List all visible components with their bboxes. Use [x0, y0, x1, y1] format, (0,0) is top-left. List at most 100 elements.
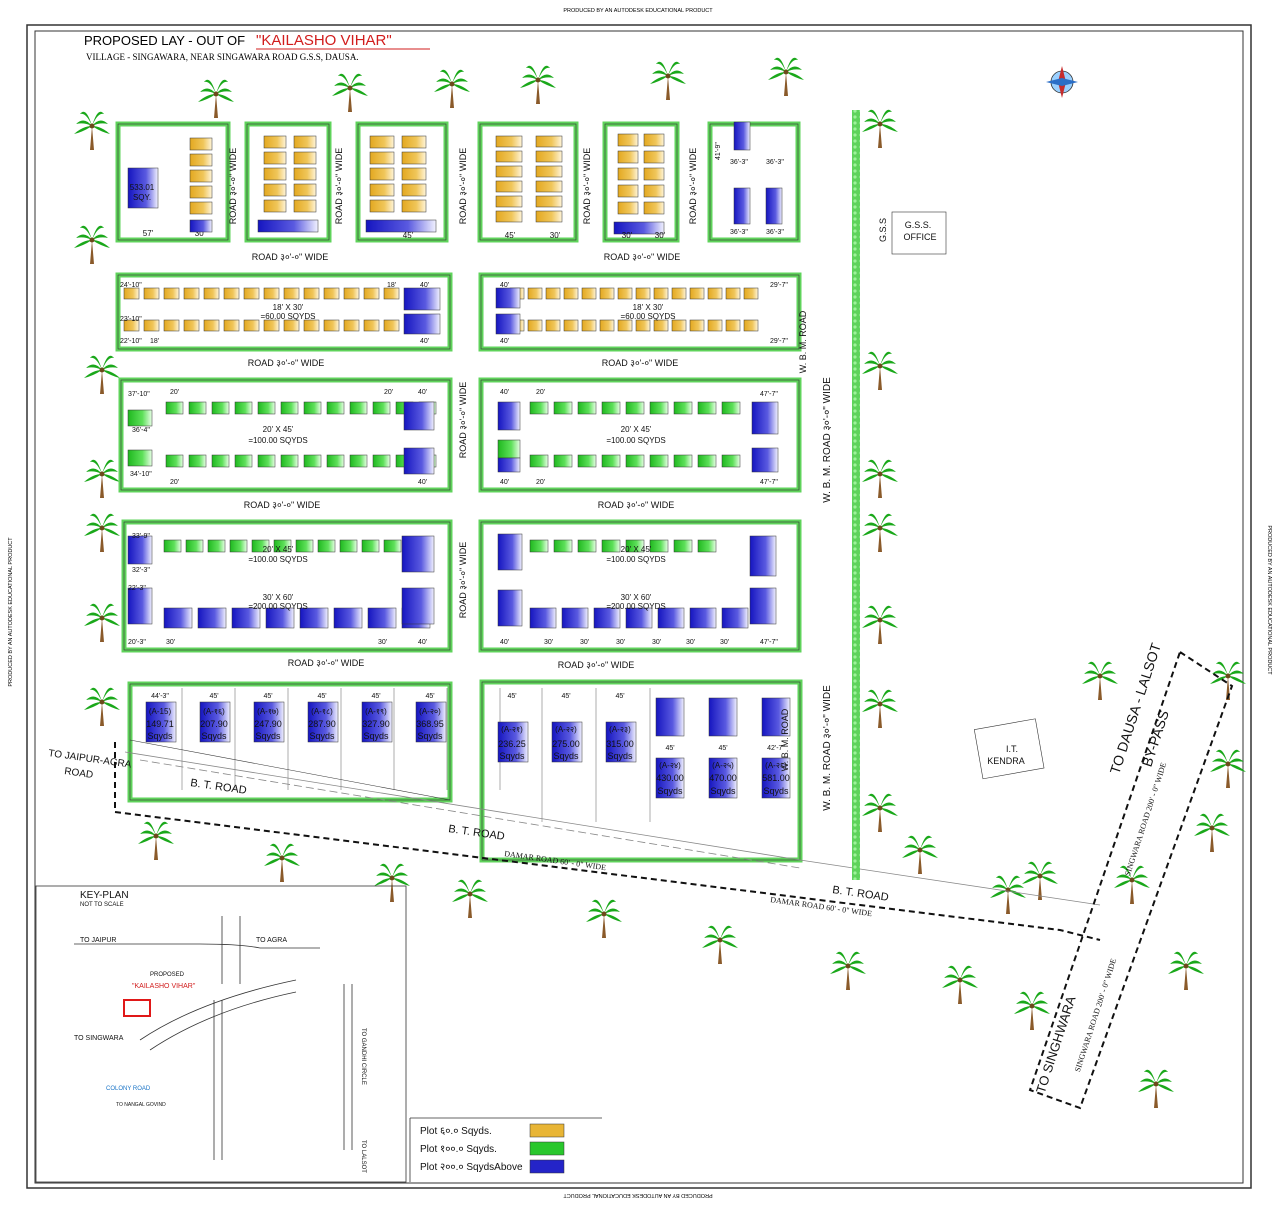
plot: [401, 151, 427, 165]
palm-leaf: [470, 888, 486, 894]
palm-core: [389, 875, 395, 881]
palm-leaf: [656, 61, 668, 76]
plot: [733, 121, 751, 151]
palm-core: [717, 937, 723, 943]
dimension: 30': [622, 231, 633, 240]
road-centerline: [139, 759, 801, 869]
plot: [613, 221, 665, 235]
palm-trunk: [784, 72, 788, 96]
block-outline: [604, 123, 678, 241]
plot-unit: Sqyds: [657, 786, 683, 796]
plot: [401, 587, 435, 625]
plot-unit: Sqyds: [710, 786, 736, 796]
road-label: W. B. M. ROAD: [780, 708, 790, 771]
plot: [635, 319, 651, 332]
palm-trunk: [390, 878, 394, 902]
dimension: 20': [384, 389, 393, 396]
palm-core: [89, 237, 95, 243]
palm-leaf: [92, 111, 104, 126]
palm-leaf: [86, 468, 102, 474]
gss-office-label: G.S.S.: [905, 220, 932, 230]
palm-leaf: [1116, 874, 1132, 880]
dimension: 33'-9": [132, 533, 150, 540]
palm-leaf: [1196, 822, 1212, 828]
palm-tree-icon: [452, 879, 488, 918]
palm-trunk: [1184, 966, 1188, 990]
road-label: ROAD ३०'-०" WIDE: [252, 252, 328, 262]
palm-leaf: [862, 620, 880, 628]
plot-unit: Sqyds: [255, 731, 281, 741]
palm-leaf: [880, 118, 896, 124]
plot-large: [199, 701, 231, 743]
palm-leaf: [282, 843, 294, 858]
palm-leaf: [86, 364, 102, 370]
plot-unit: Sqyds: [147, 731, 173, 741]
palm-leaf: [880, 459, 892, 474]
palm-leaf: [84, 618, 102, 626]
road-label: W. B. M. ROAD ३०'-०" WIDE: [822, 377, 833, 503]
plot: [707, 287, 723, 300]
plot: [535, 180, 563, 193]
plot: [263, 135, 287, 149]
road-label: SINGWARA ROAD 200' - 0" WIDE: [1123, 761, 1168, 877]
palm-core: [877, 701, 883, 707]
hedge: [852, 110, 860, 880]
palm-tree-icon: [862, 689, 898, 728]
block-size: 20' X 45': [263, 425, 294, 434]
palm-leaf: [1156, 1078, 1172, 1084]
plot: [223, 319, 240, 332]
palm-leaf: [1008, 884, 1024, 890]
palm-leaf: [102, 355, 114, 370]
palm-leaf: [266, 852, 282, 858]
palm-leaf: [880, 605, 892, 620]
block-size: =100.00 SQYDS: [248, 436, 307, 445]
palm-leaf: [1144, 1069, 1156, 1084]
plot-area: 149.71: [146, 719, 174, 729]
palm-trunk: [602, 914, 606, 938]
road-label: BY-PASS: [1139, 708, 1172, 768]
dimension: 47'-7": [760, 479, 778, 486]
palm-leaf: [868, 351, 880, 366]
palm-core: [877, 805, 883, 811]
road-label: B. T. ROAD: [190, 777, 248, 797]
plot-large: [145, 701, 177, 743]
plot: [535, 135, 563, 148]
palm-tree-icon: [84, 687, 120, 726]
plot: [765, 187, 783, 225]
palm-leaf: [102, 603, 114, 618]
dimension: 30': [378, 639, 387, 646]
plot: [333, 607, 363, 629]
palm-tree-icon: [374, 863, 410, 902]
key-plan-subtitle: NOT TO SCALE: [80, 902, 124, 908]
palm-leaf: [652, 70, 668, 76]
palm-leaf: [1088, 661, 1100, 676]
palm-core: [877, 617, 883, 623]
palm-leaf: [1132, 874, 1148, 880]
palm-tree-icon: [434, 69, 470, 108]
palm-leaf: [1100, 661, 1112, 676]
palm-tree-icon: [650, 61, 686, 100]
block-outline: [357, 123, 447, 241]
palm-trunk: [666, 76, 670, 100]
palm-core: [347, 85, 353, 91]
palm-leaf: [588, 908, 604, 914]
plot: [697, 454, 717, 468]
palm-leaf: [102, 474, 120, 482]
block-size: 30' X 60': [263, 593, 294, 602]
plot-unit: Sqyds: [309, 731, 335, 741]
palm-leaf: [350, 73, 362, 88]
plot: [163, 607, 193, 629]
plot: [725, 287, 741, 300]
plot: [343, 287, 360, 300]
road-label: W. B. M. ROAD ३०'-०" WIDE: [822, 685, 833, 811]
dimension: 45': [718, 745, 727, 752]
plot: [689, 287, 705, 300]
palm-leaf: [862, 366, 880, 374]
plot: [593, 607, 621, 629]
plot-large: [307, 701, 339, 743]
palm-core: [1225, 761, 1231, 767]
palm-leaf: [526, 65, 538, 80]
block-size: =200.00 SQYDS: [248, 602, 307, 611]
